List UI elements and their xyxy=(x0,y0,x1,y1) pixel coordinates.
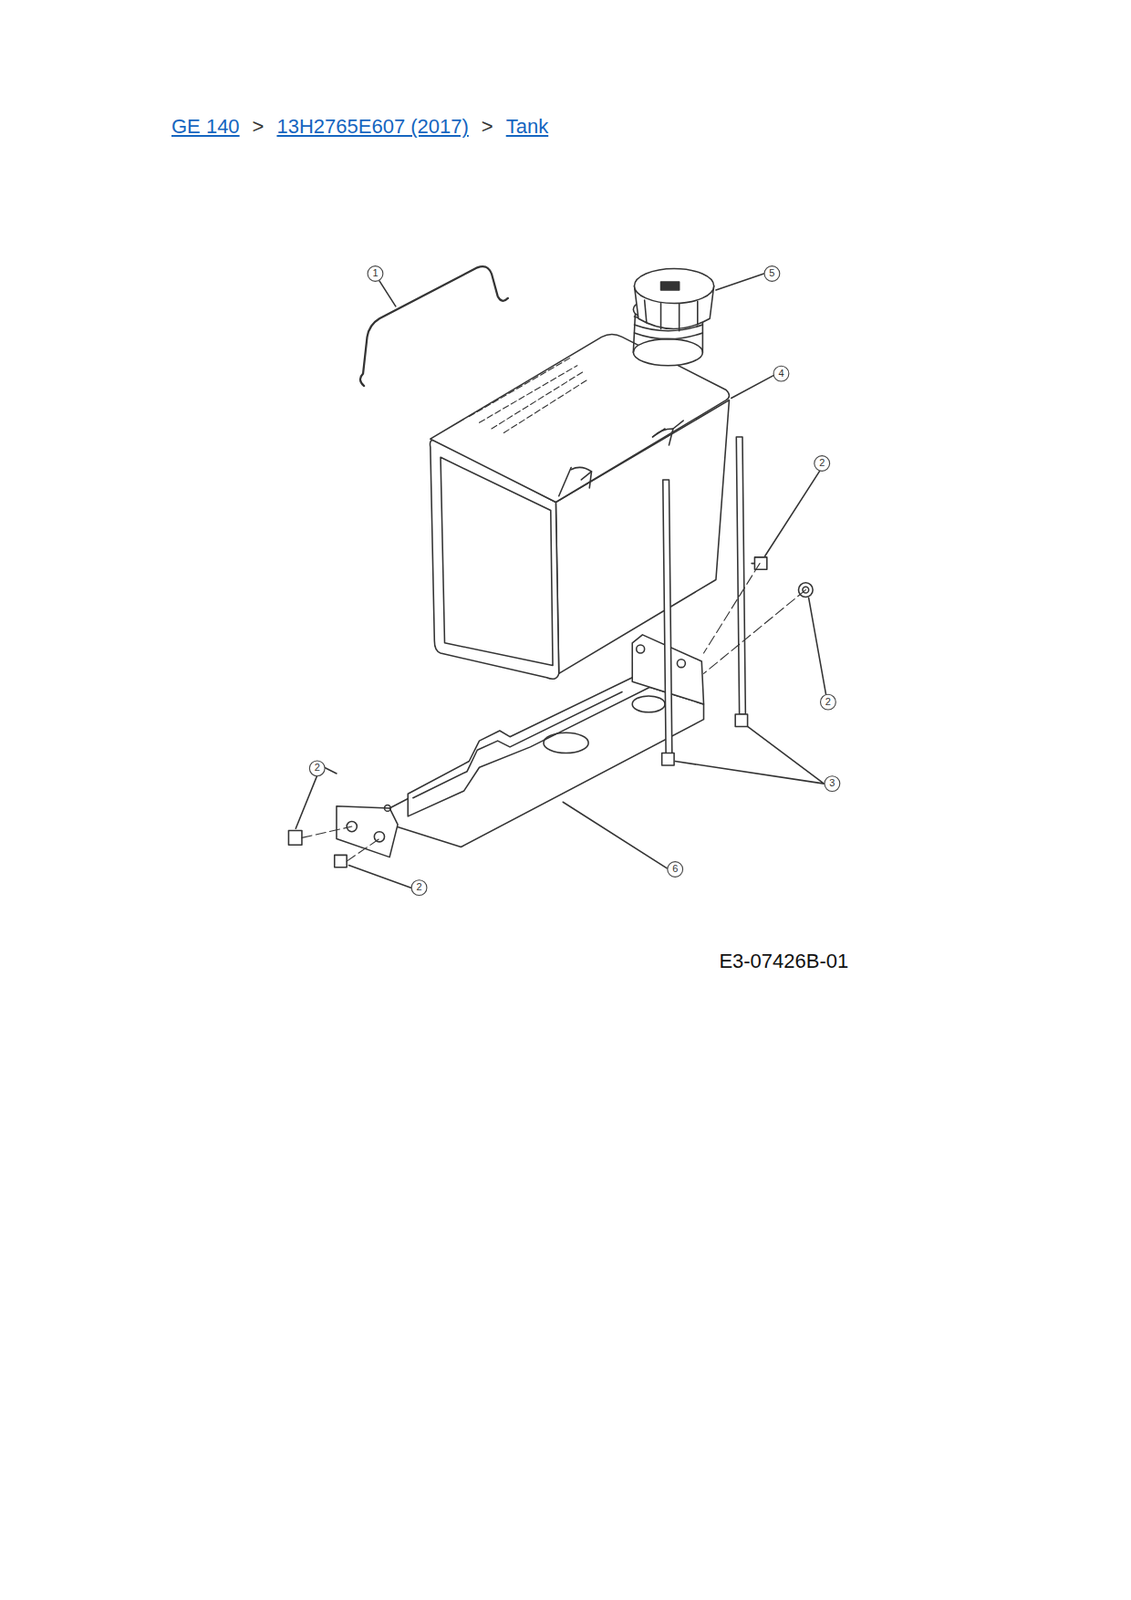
callout-number: 2 xyxy=(314,762,321,773)
breadcrumb-separator: > xyxy=(481,114,494,139)
breadcrumb-link: Tank xyxy=(506,114,549,139)
callout-number: 2 xyxy=(819,457,825,468)
callout-number: 4 xyxy=(778,368,784,379)
callout-number: 6 xyxy=(672,863,678,874)
drawing-code: E3-07426B-01 xyxy=(718,949,849,974)
callout-number: 1 xyxy=(372,268,378,279)
callout-number: 2 xyxy=(415,881,422,893)
breadcrumb-link: GE 140 xyxy=(171,114,240,139)
breadcrumb: GE 140 >13H2765E607 (2017) > Tank xyxy=(171,114,549,139)
callout-number: 2 xyxy=(825,696,831,707)
breadcrumb-separator: > xyxy=(252,114,265,139)
callout-number: 5 xyxy=(768,268,775,279)
callout-number: 3 xyxy=(829,778,835,789)
breadcrumb-link: 13H2765E607 (2017) xyxy=(276,114,468,139)
